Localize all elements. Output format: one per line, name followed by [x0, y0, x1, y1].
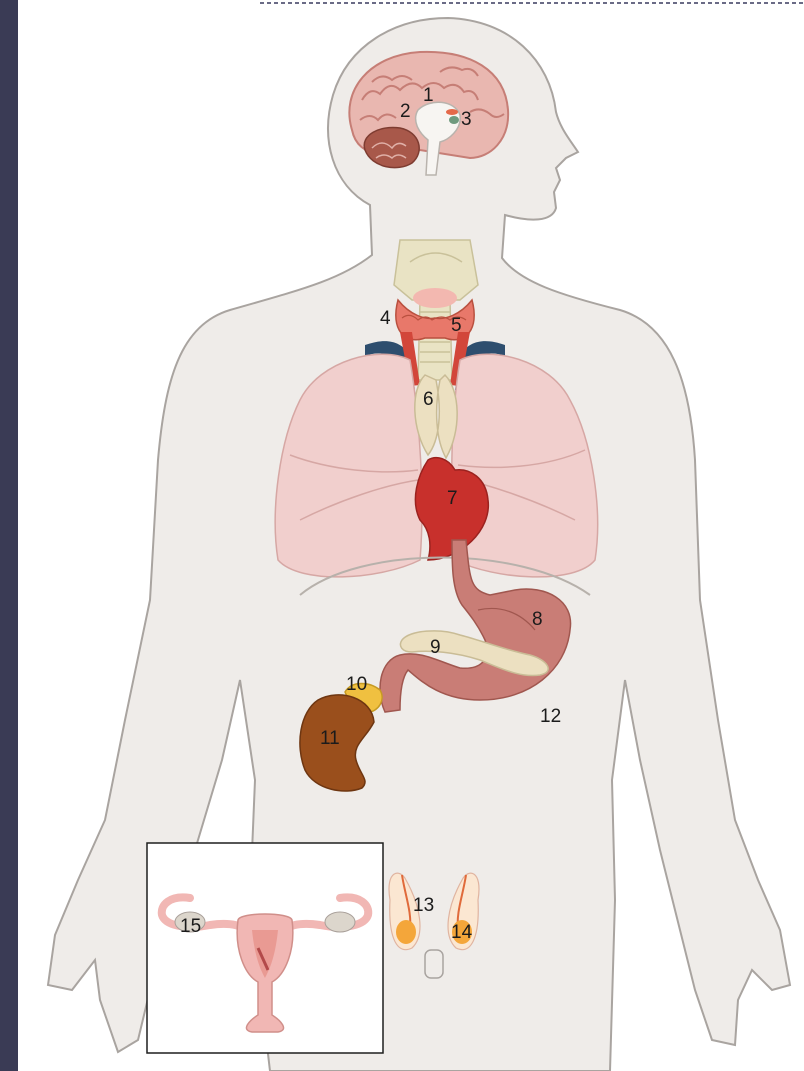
- label-15: 15: [180, 916, 201, 937]
- label-13: 13: [413, 895, 434, 916]
- label-10: 10: [346, 674, 367, 695]
- label-2: 2: [400, 101, 411, 122]
- label-6: 6: [423, 389, 434, 410]
- label-5: 5: [451, 315, 462, 336]
- label-14: 14: [451, 922, 473, 943]
- label-9: 9: [430, 637, 441, 658]
- label-7: 7: [447, 488, 458, 509]
- label-12: 12: [540, 706, 561, 727]
- label-11: 11: [320, 728, 340, 749]
- label-4: 4: [380, 308, 391, 329]
- uterus-inset: [147, 843, 383, 1053]
- label-8: 8: [532, 609, 543, 630]
- label-1: 1: [423, 85, 434, 106]
- label-3: 3: [461, 109, 472, 130]
